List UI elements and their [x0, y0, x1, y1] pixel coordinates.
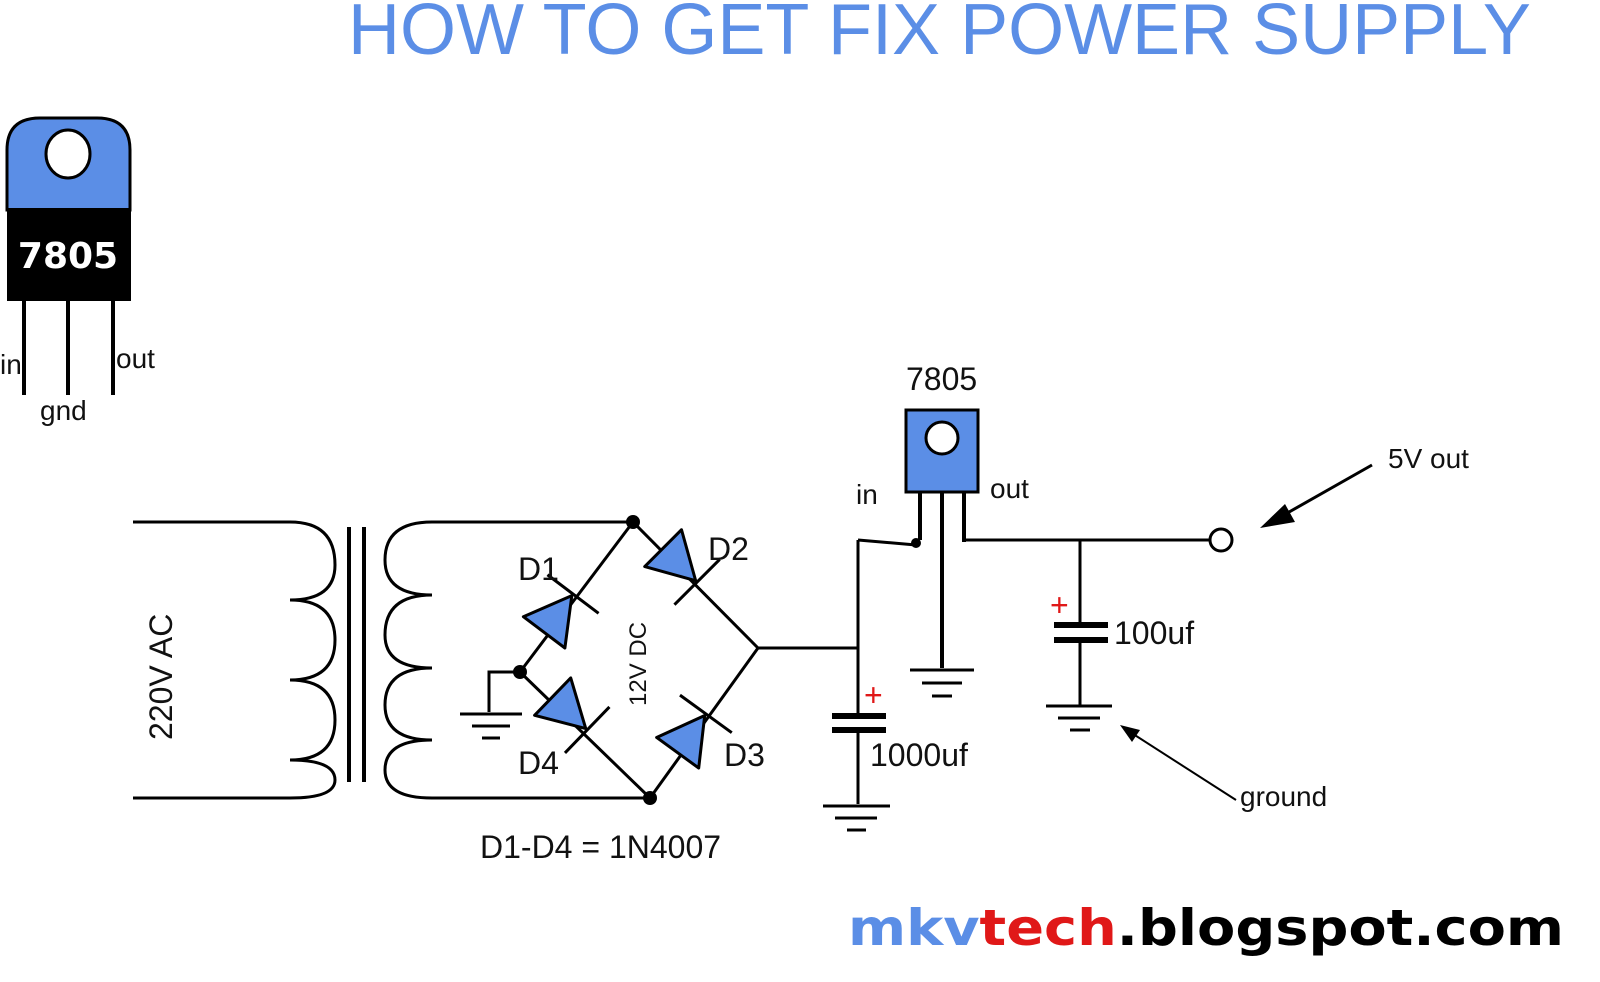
diode-d1 [521, 573, 600, 650]
filter-capacitor: + 1000uf [758, 540, 968, 832]
ac-source-label: 220V AC [143, 614, 179, 740]
diode-d3 [655, 693, 733, 770]
filter-cap-label: 1000uf [870, 737, 968, 773]
output-stage: + 100uf 5V out ground [964, 443, 1469, 812]
watermark-part-3: .blogspot.com [1117, 899, 1564, 957]
diode-d1-label: D1 [518, 551, 559, 587]
ground-label: ground [1240, 781, 1327, 812]
pinout-part-label: 7805 [18, 236, 118, 277]
diode-d2-label: D2 [708, 531, 749, 567]
diode-d4 [533, 676, 611, 755]
watermark-part-1: mkv [848, 899, 980, 957]
rectifier-voltage-label: 12V DC [625, 622, 652, 706]
diode-d2 [643, 528, 721, 606]
diode-part-note: D1-D4 = 1N4007 [480, 829, 721, 865]
regulator-out-label: out [990, 473, 1029, 504]
output-cap-polarity: + [1050, 587, 1069, 623]
watermark-part-2: tech [980, 899, 1117, 957]
output-cap-label: 100uf [1114, 615, 1194, 651]
filter-cap-polarity: + [864, 677, 883, 713]
diode-d4-label: D4 [518, 745, 559, 781]
regulator-part-label: 7805 [906, 361, 977, 397]
output-voltage-label: 5V out [1388, 443, 1469, 474]
pinout-out-label: out [116, 343, 155, 374]
regulator-in-label: in [856, 479, 878, 510]
diode-d3-label: D3 [724, 737, 765, 773]
voltage-regulator: 7805 in out [856, 361, 1029, 698]
transformer: 220V AC [133, 520, 650, 800]
pinout-in-label: in [0, 349, 22, 380]
bridge-rectifier: D1 D2 D3 D4 12V DC [460, 515, 765, 805]
pinout-gnd-label: gnd [40, 395, 87, 426]
regulator-pinout-illustration: 7805 in gnd out [0, 116, 155, 426]
page-title: HOW TO GET FIX POWER SUPPLY [348, 0, 1531, 70]
